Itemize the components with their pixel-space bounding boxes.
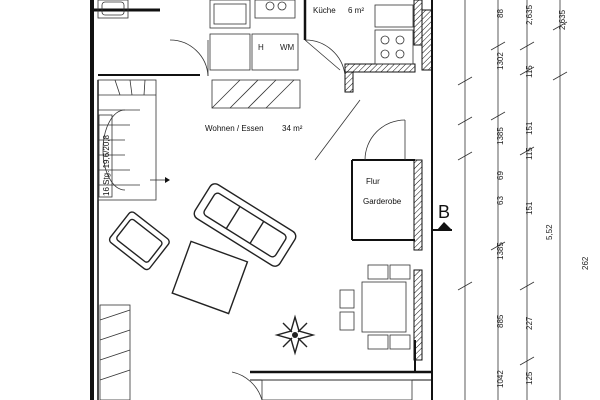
room-labels: Küche 6 m² Wohnen / Essen 34 m² Flur Gar… [205,6,402,206]
dim-middle-1: 2,635 [525,4,534,25]
dim-inner-1: 2,635 [558,9,567,30]
burner-4 [395,49,405,59]
hall-name2: Garderobe [363,197,402,206]
dim-outer-1: 88 [496,9,505,18]
hall-door-arc [364,119,406,161]
armchair [108,211,170,271]
dim-outer-8: 1042 [496,370,505,388]
burner-2 [395,35,405,45]
kitchen-fixtures: H WM [97,0,414,109]
radiator-left [99,304,131,400]
dimension-lines [457,0,568,400]
burner-1 [380,35,390,45]
dim-middle-5: 151 [525,201,534,215]
dining-chair-left [339,289,355,309]
dining-chair-bottom-2 [389,334,411,350]
right-wall-top [413,0,423,46]
burner-3 [380,49,390,59]
bathtub-top-left [97,0,129,19]
kitchen-counter-right [374,4,414,28]
sofa [193,183,297,267]
hall-diagonal-wall [314,99,361,161]
section-marker-arrow [437,222,452,230]
dim-middle-8: 125 [525,371,534,385]
bottom-door-arc [231,371,263,400]
radiator [211,79,301,109]
cabinet-block [251,33,299,71]
kitchen-wall-stub [344,71,354,93]
dim-outer-6: 1385 [496,242,505,260]
walls [90,0,433,400]
dim-middle-6: 5,52 [545,224,554,240]
kitchen-bottom-wall [344,63,416,73]
dim-inner-2: 262 [581,256,590,270]
doors [169,39,406,161]
dim-middle-3: 151 [525,121,534,135]
dimension-labels-inner: 2,635 262 [558,9,590,270]
sink-bowl-2 [277,1,287,11]
dim-middle-4: 115 [525,147,534,160]
dim-outer-7: 885 [496,314,505,328]
dining-chair-top-2 [389,264,411,280]
upper-door-arc [169,39,209,77]
kitchen-area: 6 m² [348,6,364,15]
coffee-table [171,240,249,315]
dim-outer-3: 1385 [496,127,505,145]
bathtub-inner [101,1,125,16]
stair-label-box [98,114,113,198]
dim-outer-2: 1302 [496,52,505,70]
dim-outer-5: 63 [496,196,505,205]
terrace-step [261,379,413,400]
stair-curve [102,109,126,191]
section-marker: B [432,202,452,231]
dimension-labels-middle: 2,635 115 151 115 151 5,52 227 125 [525,4,554,385]
dim-middle-7: 227 [525,316,534,330]
right-wall-lower [413,269,423,361]
kitchen-door-swing [304,39,346,76]
cabinet-mark-h: H [258,43,264,52]
stair-label: 16 Stg. 19,6/20,8 [102,135,111,196]
kitchen-name: Küche [313,6,336,15]
dim-outer-4: 69 [496,171,505,180]
dining-chair-left-2 [339,311,355,331]
cabinet-mark-wm: WM [280,43,295,52]
stair-arrow-head [165,177,170,183]
section-marker-letter: B [438,202,450,222]
hall-name: Flur [366,177,380,186]
fridge-block [209,33,251,71]
stove [374,29,414,65]
right-wall-bump [421,9,433,71]
dimension-labels-outer: 88 1302 1385 69 63 1385 885 1042 [496,9,505,388]
sink-bowl [265,1,275,11]
dim-middle-2: 115 [525,65,534,78]
right-wall-middle [413,159,423,251]
living-furniture [99,183,413,400]
dining-chair-top [367,264,389,280]
dining-chair-bottom [367,334,389,350]
living-area: 34 m² [282,124,303,133]
staircase: 16 Stg. 19,6/20,8 [97,79,170,201]
plant [274,314,316,356]
dining-table [361,281,407,333]
sink-unit [254,0,296,19]
counter-block [209,0,251,29]
living-name: Wohnen / Essen [205,124,264,133]
counter-inner [213,3,247,25]
